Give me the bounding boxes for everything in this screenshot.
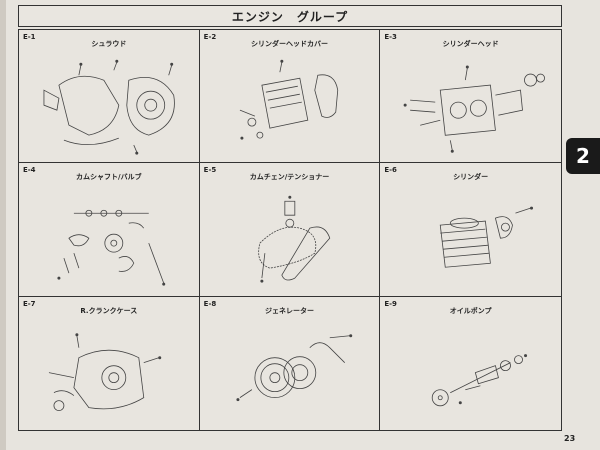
catalog-page: エンジン グループ E-1 シュラウド E-2 (6, 0, 600, 450)
section-title: ジェネレーター (264, 306, 314, 315)
section-title: シリンダーヘッド (442, 40, 499, 48)
section-code: E-3 (384, 33, 397, 41)
shroud-diagram-icon (43, 59, 175, 155)
generator-diagram-icon (236, 333, 352, 401)
chapter-tab: 2 (566, 138, 600, 174)
section-e6[interactable]: E-6 シリンダー (380, 163, 561, 297)
section-title: シリンダー (453, 173, 489, 182)
section-title: カムチェン/テンショナー (249, 173, 330, 182)
section-title: R.クランクケース (80, 306, 138, 315)
section-e5[interactable]: E-5 カムチェン/テンショナー (199, 163, 381, 297)
oil-pump-diagram-icon (432, 353, 528, 406)
section-code: E-9 (384, 299, 397, 308)
section-code: E-2 (203, 33, 217, 41)
section-title: シュラウド (91, 40, 127, 48)
section-e3[interactable]: E-3 シリンダーヘッド (380, 30, 561, 164)
section-title: オイルポンプ (449, 306, 492, 315)
section-code: E-1 (23, 33, 36, 41)
cylinder-diagram-icon (440, 206, 534, 269)
section-e8[interactable]: E-8 ジェネレーター (199, 296, 381, 430)
section-code: E-5 (203, 166, 217, 175)
section-title: シリンダーヘッドカバー (250, 40, 328, 48)
camshaft-valve-diagram-icon (57, 210, 166, 286)
section-code: E-6 (384, 166, 397, 175)
page-number: 23 (564, 434, 576, 443)
cylinder-head-diagram-icon (403, 65, 546, 153)
right-crankcase-diagram-icon (48, 332, 162, 411)
section-grid: E-1 シュラウド E-2 シリンダーヘッドカバー (18, 29, 562, 431)
section-e4[interactable]: E-4 カムシャフト/バルブ (19, 163, 200, 297)
cylinder-head-cover-diagram-icon (239, 59, 338, 140)
cam-chain-tensioner-diagram-icon (257, 196, 330, 283)
section-e1[interactable]: E-1 シュラウド (19, 30, 200, 164)
section-code: E-8 (203, 299, 217, 308)
section-code: E-7 (23, 299, 36, 308)
section-e9[interactable]: E-9 オイルポンプ (380, 296, 561, 430)
page-title: エンジン グループ (18, 5, 562, 27)
section-e7[interactable]: E-7 R.クランクケース (19, 296, 200, 430)
section-e2[interactable]: E-2 シリンダーヘッドカバー (199, 30, 381, 164)
section-code: E-4 (23, 166, 36, 175)
section-title: カムシャフト/バルブ (76, 173, 142, 182)
